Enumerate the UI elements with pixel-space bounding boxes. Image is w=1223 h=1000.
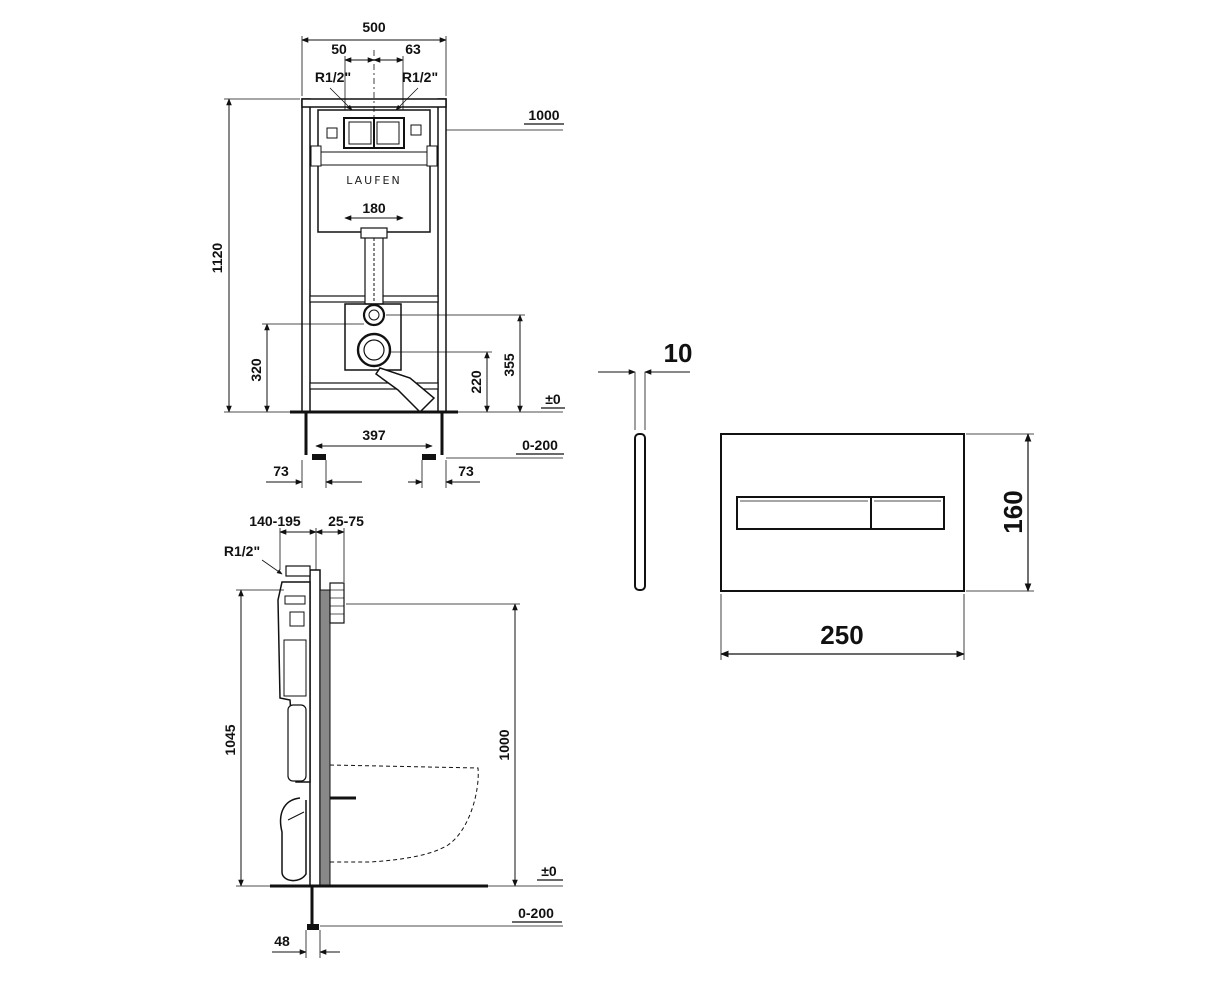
dim-h-320: 320 bbox=[248, 358, 264, 382]
frame-left-post bbox=[301, 98, 311, 413]
flush-button-small bbox=[870, 496, 945, 530]
dim-foot-left-73: 73 bbox=[273, 463, 289, 479]
side-wall-panel bbox=[319, 589, 331, 887]
dim-plate-thickness-10: 10 bbox=[664, 338, 693, 368]
dim-feet-397: 397 bbox=[362, 427, 386, 443]
dim-pipe-180: 180 bbox=[362, 200, 386, 216]
dim-offset-50: 50 bbox=[331, 41, 347, 57]
dim-width-500: 500 bbox=[362, 19, 386, 35]
frame-bottom-bar bbox=[309, 382, 439, 390]
dim-foot-right-73: 73 bbox=[458, 463, 474, 479]
dim-inlet-1000: 1000 bbox=[528, 107, 559, 123]
floor-adjust-front: 0-200 bbox=[522, 437, 558, 453]
side-view: 140-195 25-75 R1/2" 1045 1000 ±0 0-200 4… bbox=[222, 513, 563, 958]
floor-adjust-side: 0-200 bbox=[518, 905, 554, 921]
dim-foot-depth-48: 48 bbox=[274, 933, 290, 949]
dim-plate-width-250: 250 bbox=[820, 620, 863, 650]
laufen-logo: LAUFEN bbox=[346, 174, 401, 187]
dim-height-1000-side: 1000 bbox=[496, 729, 512, 760]
flush-plate-profile bbox=[634, 433, 646, 591]
wc-bowl-outline bbox=[329, 764, 479, 863]
floor-ref-side: ±0 bbox=[541, 863, 557, 879]
dim-depth-140-195: 140-195 bbox=[249, 513, 301, 529]
dim-height-1045: 1045 bbox=[222, 724, 238, 755]
flush-button-large bbox=[736, 496, 872, 530]
dim-depth-25-75: 25-75 bbox=[328, 513, 364, 529]
dim-offset-63: 63 bbox=[405, 41, 421, 57]
dim-height-1120: 1120 bbox=[209, 243, 225, 274]
conn-label-side: R1/2" bbox=[224, 543, 260, 559]
floor-ref-front: ±0 bbox=[545, 391, 561, 407]
side-frame-post bbox=[309, 569, 321, 887]
conn-label-left: R1/2" bbox=[315, 69, 351, 85]
frame-right-post bbox=[437, 98, 447, 413]
dim-h-355: 355 bbox=[501, 353, 517, 377]
dim-h-220: 220 bbox=[468, 370, 484, 394]
dim-plate-height-160: 160 bbox=[998, 490, 1028, 533]
flush-plate-view: 10 160 250 bbox=[598, 338, 1034, 660]
conn-label-right: R1/2" bbox=[402, 69, 438, 85]
front-view: LAUFEN 500 50 63 R1/2" R1/2" bbox=[209, 19, 565, 488]
